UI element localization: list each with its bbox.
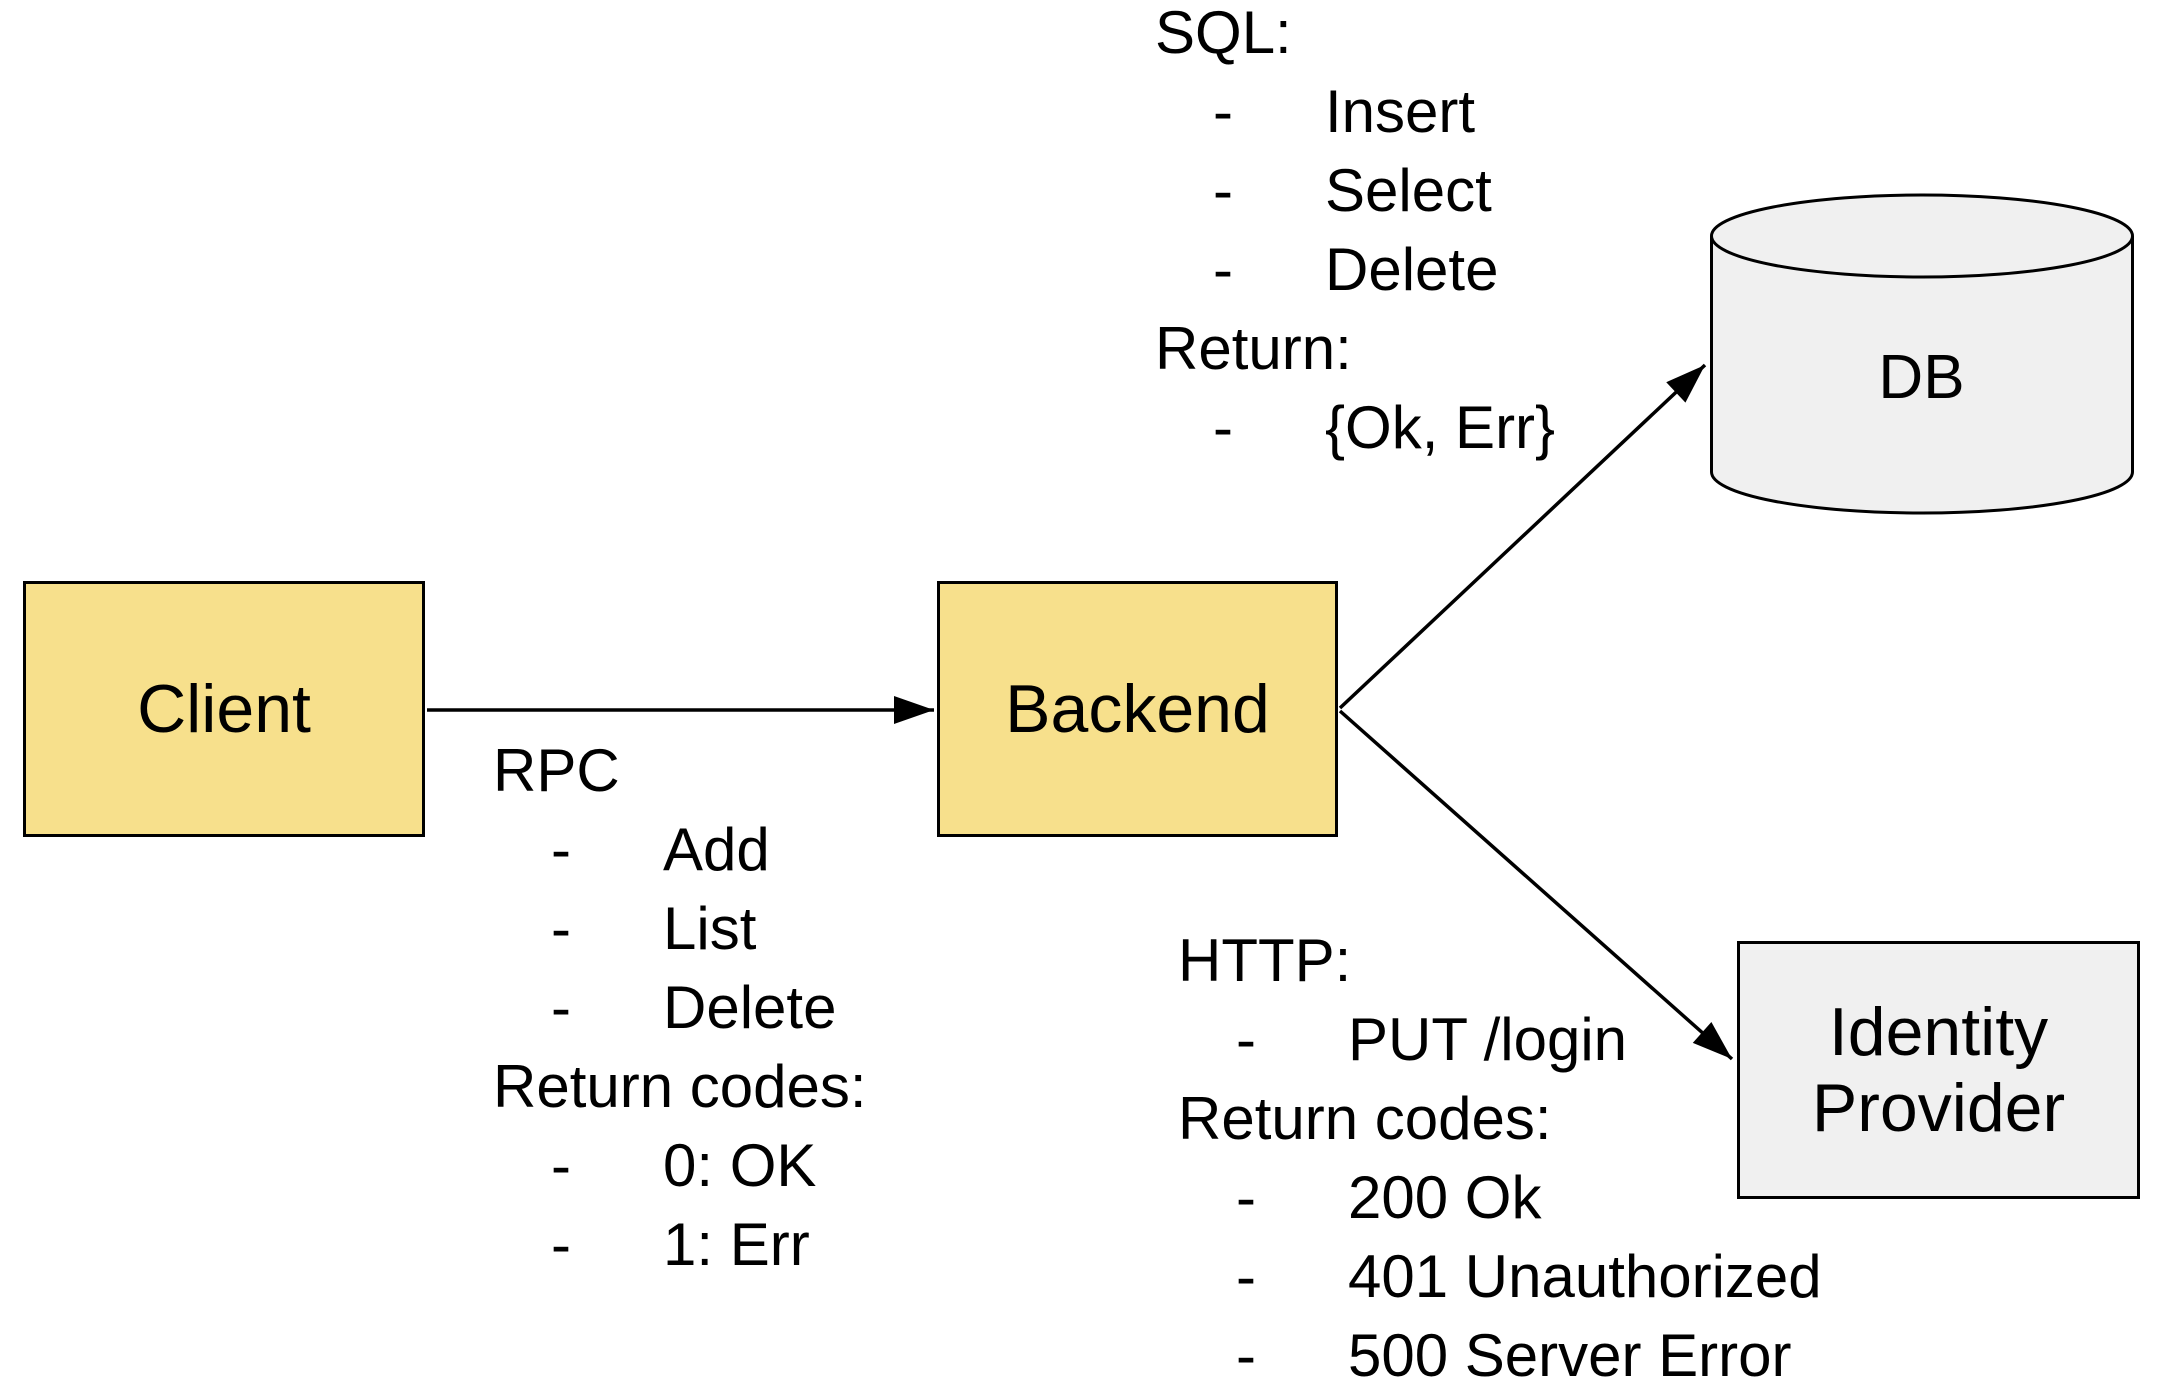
annotation-item: 200 Ok — [1348, 1164, 1542, 1231]
bullet-dash: - — [1213, 78, 1233, 145]
backend-label: Backend — [1005, 671, 1270, 747]
annotation-heading: SQL: — [1155, 0, 1292, 66]
annotation-line: - 200 Ok — [1178, 1158, 1938, 1237]
bullet-dash: - — [551, 1211, 571, 1278]
annotation-item: 401 Unauthorized — [1348, 1243, 1822, 1310]
annotation-line: - Select — [1155, 151, 1775, 230]
annotation-line: - Add — [493, 810, 1113, 889]
annotation-line: - Delete — [493, 968, 1113, 1047]
annotation-line: Return codes: — [1178, 1079, 1938, 1158]
bullet-dash: - — [1236, 1243, 1256, 1310]
annotation-item: Delete — [1325, 236, 1499, 303]
annotation-item: Delete — [663, 974, 837, 1041]
bullet-dash: - — [551, 895, 571, 962]
bullet-dash: - — [1213, 236, 1233, 303]
annotation-line: - 401 Unauthorized — [1178, 1237, 1938, 1316]
annotation-item: 500 Server Error — [1348, 1322, 1792, 1389]
bullet-dash: - — [1213, 157, 1233, 224]
identity-provider-node: Identity Provider — [1737, 941, 2140, 1199]
annotation-line: Return: — [1155, 309, 1775, 388]
annotation-item: Add — [663, 816, 770, 883]
annotation-item: 0: OK — [663, 1132, 817, 1199]
annotation-line: SQL: — [1155, 0, 1775, 72]
bullet-dash: - — [1236, 1322, 1256, 1389]
bullet-dash: - — [551, 816, 571, 883]
annotation-item: 1: Err — [663, 1211, 810, 1278]
annotation-heading: Return codes: — [1178, 1085, 1552, 1152]
annotation-heading: HTTP: — [1178, 927, 1352, 994]
annotation-line: - Delete — [1155, 230, 1775, 309]
bullet-dash: - — [551, 1132, 571, 1199]
annotation-line: - Insert — [1155, 72, 1775, 151]
identity-provider-label-line2: Provider — [1811, 1070, 2066, 1146]
annotation-line: - 1: Err — [493, 1205, 1113, 1284]
bullet-dash: - — [551, 974, 571, 1041]
arrow-backend-to-identity-provider — [1338, 709, 1734, 1061]
db-cylinder-body — [1710, 236, 2134, 515]
annotation-item: Select — [1325, 157, 1492, 224]
db-cylinder-top — [1710, 193, 2134, 279]
bullet-dash: - — [1236, 1164, 1256, 1231]
annotation-line: Return codes: — [493, 1047, 1113, 1126]
annotation-heading: Return codes: — [493, 1053, 867, 1120]
identity-provider-label-line1: Identity — [1828, 994, 2049, 1070]
rpc-annotation-block: RPC - Add - List - Delete Return codes: … — [493, 731, 1113, 1284]
annotation-line: - List — [493, 889, 1113, 968]
annotation-line: - 0: OK — [493, 1126, 1113, 1205]
http-annotation-block: HTTP: - PUT /login Return codes: - 200 O… — [1178, 921, 1938, 1395]
bullet-dash: - — [1236, 1006, 1256, 1073]
backend-node: Backend — [937, 581, 1338, 837]
annotation-item: PUT /login — [1348, 1006, 1628, 1073]
annotation-line: RPC — [493, 731, 1113, 810]
annotation-line: - 500 Server Error — [1178, 1316, 1938, 1395]
annotation-heading: Return: — [1155, 315, 1352, 382]
db-label: DB — [1878, 343, 1965, 412]
annotation-line: - {Ok, Err} — [1155, 388, 1775, 467]
annotation-line: HTTP: — [1178, 921, 1938, 1000]
annotation-item: {Ok, Err} — [1325, 394, 1556, 461]
arrow-backend-to-db — [1338, 363, 1707, 710]
annotation-heading: RPC — [493, 737, 620, 804]
client-label: Client — [137, 671, 311, 747]
db-cylinder — [1710, 193, 2134, 515]
bullet-dash: - — [1213, 394, 1233, 461]
annotation-item: Insert — [1325, 78, 1476, 145]
annotation-line: - PUT /login — [1178, 1000, 1938, 1079]
client-node: Client — [23, 581, 425, 837]
annotation-item: List — [663, 895, 757, 962]
sql-annotation-block: SQL: - Insert - Select - Delete Return: … — [1155, 0, 1775, 467]
